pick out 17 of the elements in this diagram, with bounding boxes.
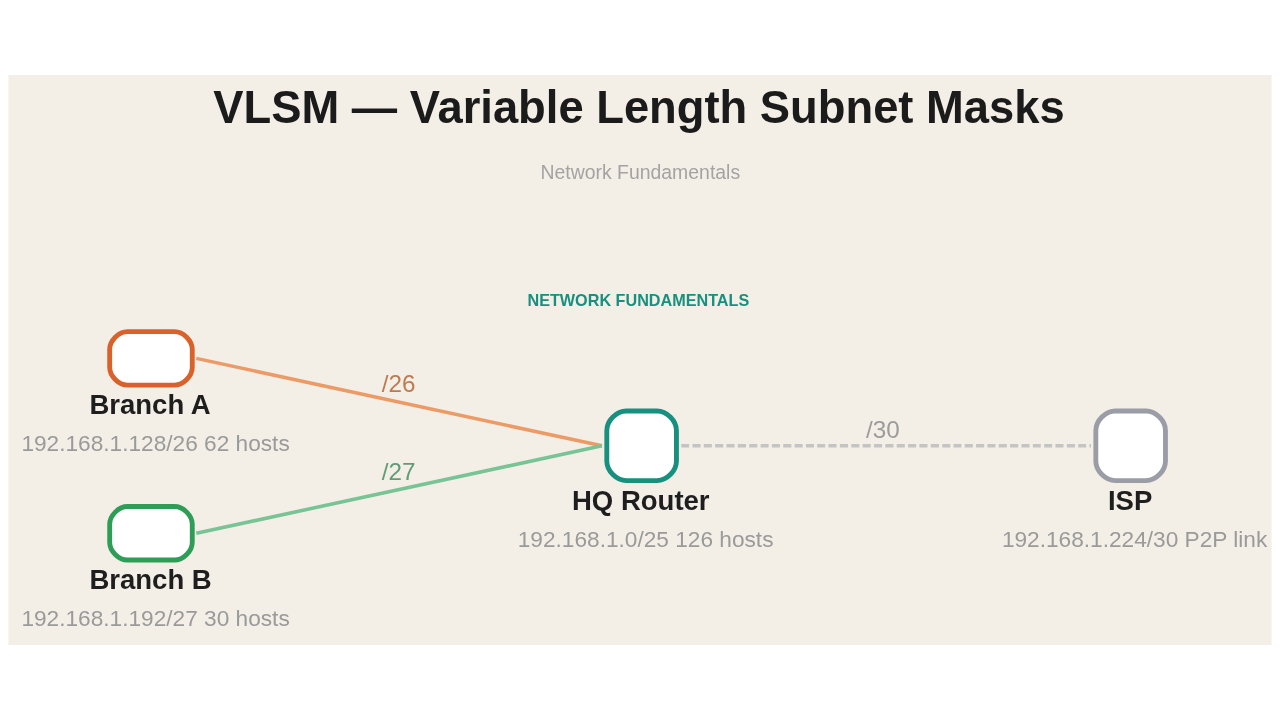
connector xyxy=(681,444,1091,448)
node-label: 192.168.1.192/27 30 hosts xyxy=(21,604,290,631)
edge-label: /26 xyxy=(381,370,416,398)
node-label: 192.168.1.128/26 62 hosts xyxy=(21,430,290,457)
node-label: Branch A xyxy=(89,389,211,421)
node-label: Branch B xyxy=(89,564,212,596)
node-label: ISP xyxy=(1107,484,1153,516)
node-label: HQ Router xyxy=(571,484,710,516)
diagram-title: VLSM — Variable Length Subnet Masks xyxy=(213,81,1065,133)
edge-label: /27 xyxy=(381,457,416,485)
connector xyxy=(195,444,603,535)
connector xyxy=(195,356,603,448)
edge-label: /30 xyxy=(866,415,900,443)
node-label: 192.168.1.0/25 126 hosts xyxy=(517,525,774,552)
label: NETWORK FUNDAMENTALS xyxy=(527,290,750,309)
node-label: 192.168.1.224/30 P2P link xyxy=(1001,525,1268,552)
label: Network Fundamentals xyxy=(540,160,741,183)
